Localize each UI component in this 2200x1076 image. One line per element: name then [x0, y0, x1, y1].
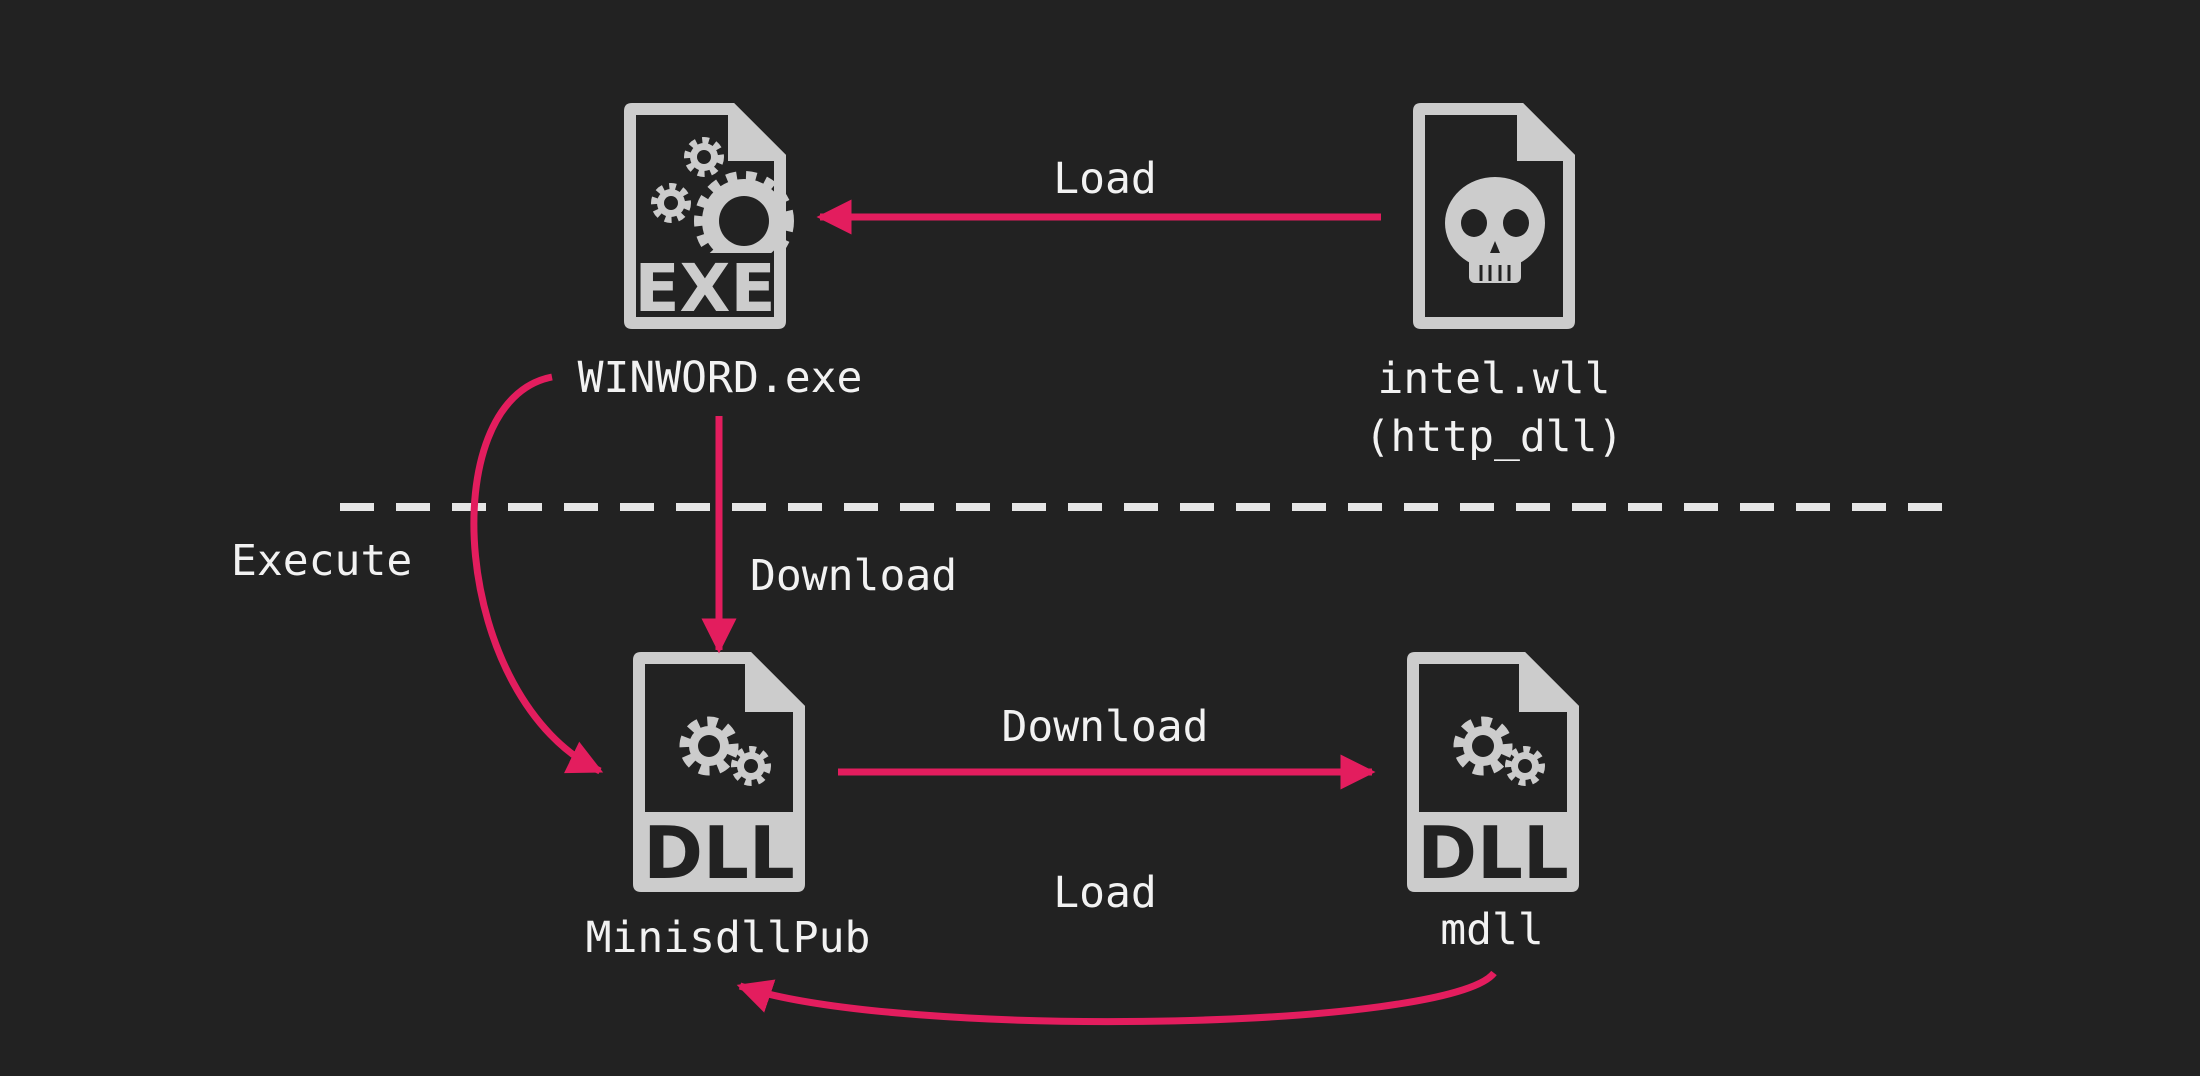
edge-label-load-top: Load — [1053, 154, 1157, 204]
exe-badge-text: EXE — [634, 250, 775, 327]
dll-file-icon: DLL — [633, 652, 805, 895]
edge-label-load-bottom: Load — [1053, 868, 1157, 918]
dll-file-icon: DLL — [1407, 652, 1579, 895]
arrow-execute-winword-to-minisdll — [470, 373, 604, 775]
edge-label-execute: Execute — [231, 536, 413, 586]
edge-label-download-vertical: Download — [750, 551, 958, 601]
dll-badge-text: DLL — [643, 811, 795, 895]
node-label-intel-line2: (http_dll) — [1364, 412, 1624, 462]
node-label-minisdllpub: MinisdllPub — [585, 913, 871, 963]
node-label-winword: WINWORD.exe — [577, 353, 863, 403]
malicious-file-skull-icon — [1413, 103, 1575, 329]
arrow-load-mdll-to-minisdll — [736, 970, 1497, 1026]
dll-badge-text: DLL — [1417, 811, 1569, 895]
exe-file-icon: EXE — [624, 103, 794, 329]
node-label-intel-line1: intel.wll — [1377, 354, 1611, 404]
edge-label-download-horizontal: Download — [1001, 702, 1209, 752]
node-label-mdll: mdll — [1440, 905, 1544, 955]
